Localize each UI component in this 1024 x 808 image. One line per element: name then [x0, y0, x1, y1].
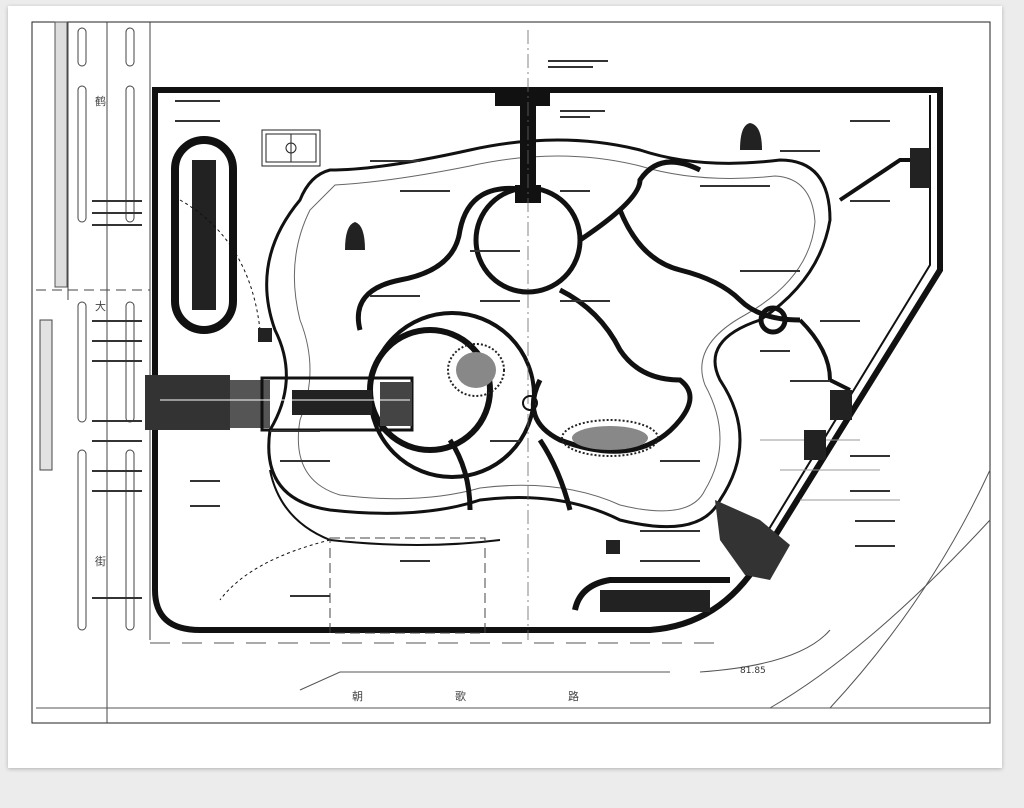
hatched-plazas	[447, 305, 788, 457]
street-label-jie: 街	[95, 554, 106, 568]
street-label-lu: 路	[568, 690, 579, 703]
central-axis	[495, 30, 550, 640]
parking-area	[171, 136, 237, 334]
pavilions	[258, 123, 930, 554]
west-road	[36, 21, 151, 723]
southeast-entrance	[329, 439, 900, 634]
west-entrance-plaza	[145, 375, 414, 432]
basketball-court	[261, 129, 321, 167]
annotation-labels	[92, 60, 895, 599]
path-network	[179, 138, 915, 601]
drawing-frame	[31, 21, 991, 724]
street-label-da: 大	[95, 299, 106, 313]
street-label-he: 鹤	[95, 94, 106, 108]
elevation-mark: 81.85	[740, 666, 766, 676]
south-road	[36, 469, 991, 709]
park-boundary	[152, 87, 943, 633]
street-label-ge: 歌	[455, 689, 466, 703]
street-label-chao: 朝	[352, 690, 363, 703]
